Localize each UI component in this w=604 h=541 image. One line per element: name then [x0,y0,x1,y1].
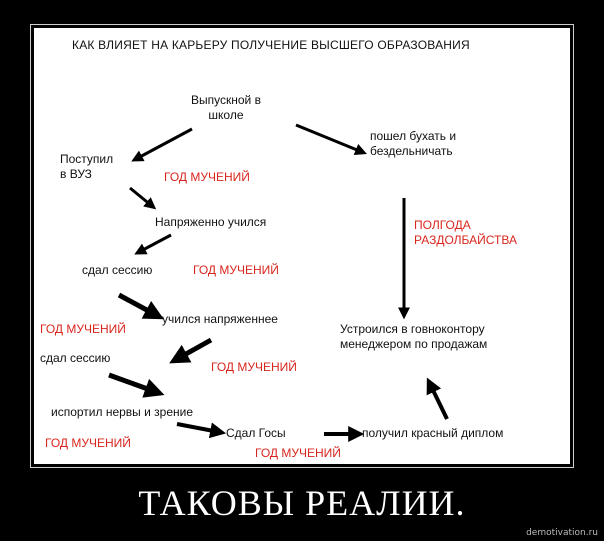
node-office: Устроился в говноконтору менеджером по п… [340,322,488,351]
node-drink: пошел бухать и бездельничать [370,129,457,158]
node-finals: Сдал Госы [226,426,286,440]
node-studied-hard: Напряженно учился [155,215,267,229]
poster-frame: КАК ВЛИЯЕТ НА КАРЬЕРУ ПОЛУЧЕНИЕ ВЫСШЕГО … [30,24,574,468]
arrow-exam2-to-nerves [108,372,165,398]
node-diploma: получил красный диплом [362,426,504,440]
arrow-graduation-to-drink [295,123,367,156]
label-torment-3: ГОД МУЧЕНИЙ [40,322,126,336]
diagram-panel: КАК ВЛИЯЕТ НА КАРЬЕРУ ПОЛУЧЕНИЕ ВЫСШЕГО … [34,28,570,464]
node-studied-harder: учился напряженнее [162,312,278,326]
label-torment-2: ГОД МУЧЕНИЙ [193,263,279,277]
node-exam2: сдал сессию [40,351,111,365]
diagram-heading: КАК ВЛИЯЕТ НА КАРЬЕРУ ПОЛУЧЕНИЕ ВЫСШЕГО … [72,38,470,52]
node-enrolled: Поступил в ВУЗ [60,152,114,181]
label-torment-5: ГОД МУЧЕНИЙ [45,436,131,450]
node-nerves: испортил нервы и зрение [51,405,194,419]
flow-arrows [108,123,449,442]
arrow-harder-to-exam2 [169,337,213,364]
node-graduation: Выпускной в школе [191,93,261,122]
label-torment-1: ГОД МУЧЕНИЙ [164,170,250,184]
arrow-graduation-to-enrolled [131,127,193,162]
arrow-exam1-to-harder [117,292,164,320]
label-torment-6: ГОД МУЧЕНИЙ [255,446,341,460]
node-exam1: сдал сессию [82,263,153,277]
site-watermark: demotivation.ru [526,528,598,538]
arrow-studied-to-exam1 [134,233,172,255]
label-slack: ПОЛГОДА РАЗДОЛБАЙСТВА [414,218,517,247]
poster-caption: ТАКОВЫ РЕАЛИИ. [138,483,466,523]
arrow-diploma-to-office [426,377,449,420]
arrow-enrolled-to-studied [129,186,157,210]
label-torment-4: ГОД МУЧЕНИЙ [211,360,297,374]
arrow-nerves-to-finals [176,422,227,439]
